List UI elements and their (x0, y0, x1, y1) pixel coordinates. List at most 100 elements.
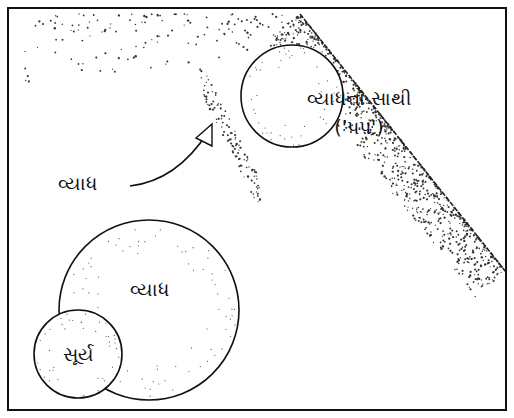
stipple-dot (288, 22, 290, 24)
stipple-dot (145, 16, 147, 18)
stipple-dot (462, 247, 464, 249)
stipple-dot (268, 26, 270, 28)
stipple-dot (218, 29, 220, 31)
stipple-dot (404, 168, 405, 169)
stipple-dot (280, 44, 282, 46)
stipple-dot (488, 259, 490, 261)
stipple-dot (467, 284, 469, 286)
stipple-dot (252, 193, 254, 195)
stipple-dot (368, 158, 370, 160)
stipple-dot (234, 24, 236, 26)
stipple-dot (358, 114, 359, 115)
stipple-dot (449, 250, 451, 252)
stipple-dot (239, 140, 241, 142)
stipple-dot (244, 154, 246, 156)
stipple-dot (488, 283, 490, 285)
stipple-dot (281, 15, 282, 16)
stipple-dot (438, 198, 440, 200)
stipple-dot (432, 193, 433, 194)
stipple-dot (451, 212, 453, 214)
stipple-dot (255, 171, 257, 173)
stipple-dot (228, 28, 230, 30)
stipple-dot (401, 150, 403, 152)
stipple-dot (161, 20, 163, 22)
stipple-dot (375, 111, 377, 113)
stipple-dot (397, 170, 399, 172)
stipple-dot (235, 148, 237, 150)
stipple-dot (209, 108, 211, 110)
stipple-dot (307, 39, 308, 40)
stipple-dot (469, 256, 471, 258)
stipple-dot (253, 197, 254, 198)
stipple-dot (464, 235, 466, 237)
stipple-dot (208, 79, 210, 81)
stipple-dot (404, 185, 405, 186)
stipple-dot (475, 278, 477, 280)
stipple-dot (292, 24, 294, 26)
stipple-dot (439, 217, 441, 219)
stipple-dot (426, 198, 428, 200)
stipple-dot (201, 77, 202, 78)
stipple-dot (223, 131, 225, 133)
stipple-dot (205, 96, 207, 98)
stipple-dot (476, 261, 478, 263)
stipple-dot (404, 199, 405, 200)
stipple-dot (484, 250, 485, 251)
stipple-dot (464, 262, 466, 264)
stipple-dot (428, 195, 430, 197)
stipple-dot (227, 140, 229, 142)
stipple-dot (481, 279, 482, 280)
stipple-dot (359, 145, 361, 147)
stipple-dot (384, 130, 386, 132)
stipple-dot (104, 29, 106, 31)
stipple-dot (482, 284, 483, 285)
stipple-dot (236, 42, 238, 44)
stipple-dot (481, 257, 483, 259)
stipple-dot (135, 55, 137, 57)
stipple-dot (287, 32, 289, 34)
stipple-dot (73, 31, 75, 33)
stipple-dot (235, 145, 237, 147)
stipple-dot (206, 96, 207, 97)
stipple-dot (273, 34, 275, 36)
stipple-dot (467, 283, 469, 285)
stipple-dot (419, 193, 421, 195)
stipple-dot (291, 41, 293, 43)
stipple-dot (451, 252, 453, 254)
stipple-dot (424, 182, 425, 183)
stipple-dot (205, 98, 207, 100)
stipple-dot (449, 222, 450, 223)
stipple-dot (448, 221, 449, 222)
stipple-dot (419, 198, 421, 200)
stipple-dot (427, 192, 429, 194)
stipple-dot (430, 234, 432, 236)
stipple-dot (206, 17, 208, 19)
stipple-dot (491, 261, 493, 263)
stipple-dot (171, 29, 173, 31)
stipple-dot (81, 40, 83, 42)
stipple-dot (250, 21, 252, 23)
stipple-dot (313, 38, 315, 40)
stipple-dot (484, 263, 486, 265)
stipple-dot (305, 24, 307, 26)
stipple-dot (384, 125, 386, 127)
stipple-dot (418, 180, 420, 182)
stipple-dot (433, 194, 435, 196)
stipple-dot (230, 132, 232, 134)
stipple-dot (237, 152, 239, 154)
stipple-dot (381, 172, 383, 174)
stipple-dot (361, 141, 363, 143)
stipple-dot (221, 118, 223, 120)
stipple-dot (382, 154, 384, 156)
stipple-dot (307, 44, 308, 45)
stipple-dot (259, 198, 261, 200)
stipple-dot (127, 58, 129, 60)
stipple-dot (62, 24, 64, 26)
stipple-dot (396, 148, 398, 150)
stipple-dot (419, 193, 421, 195)
stipple-dot (93, 14, 95, 16)
stipple-dot (473, 234, 475, 236)
stipple-dot (188, 42, 190, 44)
stipple-dot (285, 34, 287, 36)
stipple-dot (256, 26, 258, 28)
